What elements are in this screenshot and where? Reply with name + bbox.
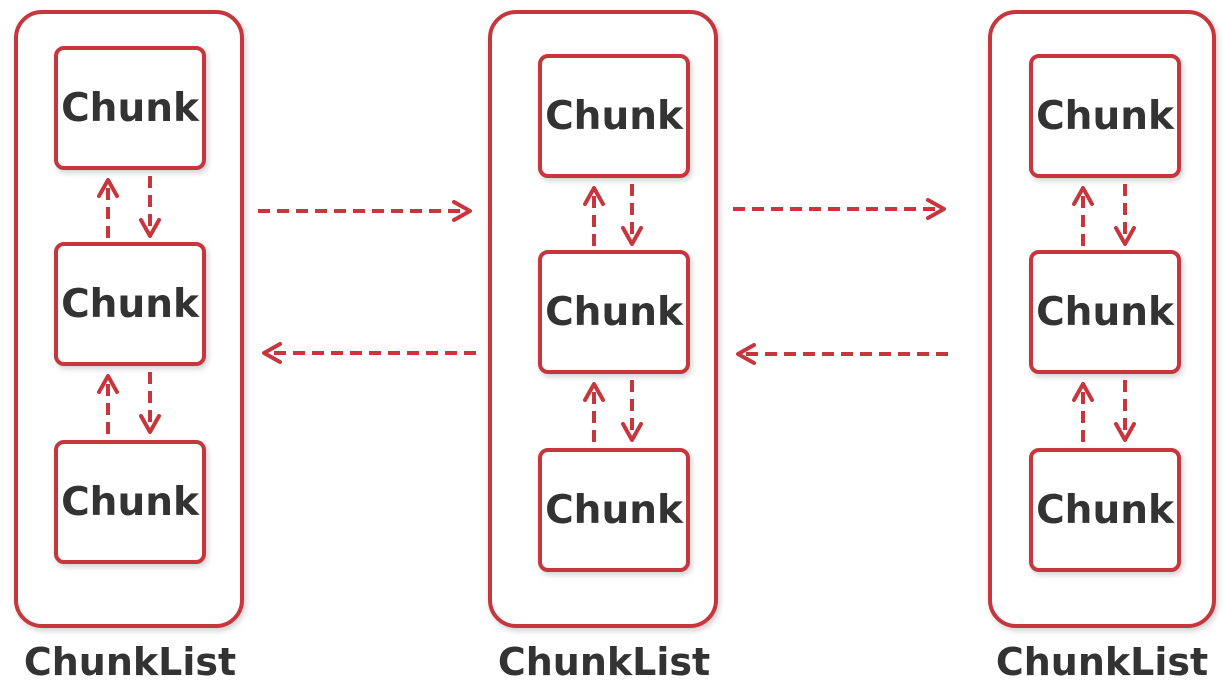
chunklist-label-3: ChunkList <box>995 640 1209 684</box>
chunk-2-2: Chunk <box>538 250 690 374</box>
chunk-label: Chunk <box>545 93 683 139</box>
chunk-1-1: Chunk <box>54 46 206 170</box>
chunk-2-3: Chunk <box>538 448 690 572</box>
chunk-3-2: Chunk <box>1029 250 1181 374</box>
chunk-label: Chunk <box>545 487 683 533</box>
chunk-1-2: Chunk <box>54 242 206 366</box>
chunk-label: Chunk <box>61 479 199 525</box>
chunk-1-3: Chunk <box>54 440 206 564</box>
chunk-label: Chunk <box>1036 487 1174 533</box>
chunk-label: Chunk <box>61 281 199 327</box>
chunk-label: Chunk <box>61 85 199 131</box>
chunk-3-1: Chunk <box>1029 54 1181 178</box>
chunk-2-1: Chunk <box>538 54 690 178</box>
chunklist-label-2: ChunkList <box>497 640 711 684</box>
chunk-label: Chunk <box>1036 289 1174 335</box>
chunk-label: Chunk <box>545 289 683 335</box>
chunk-label: Chunk <box>1036 93 1174 139</box>
chunk-3-3: Chunk <box>1029 448 1181 572</box>
chunklist-label-1: ChunkList <box>23 640 237 684</box>
